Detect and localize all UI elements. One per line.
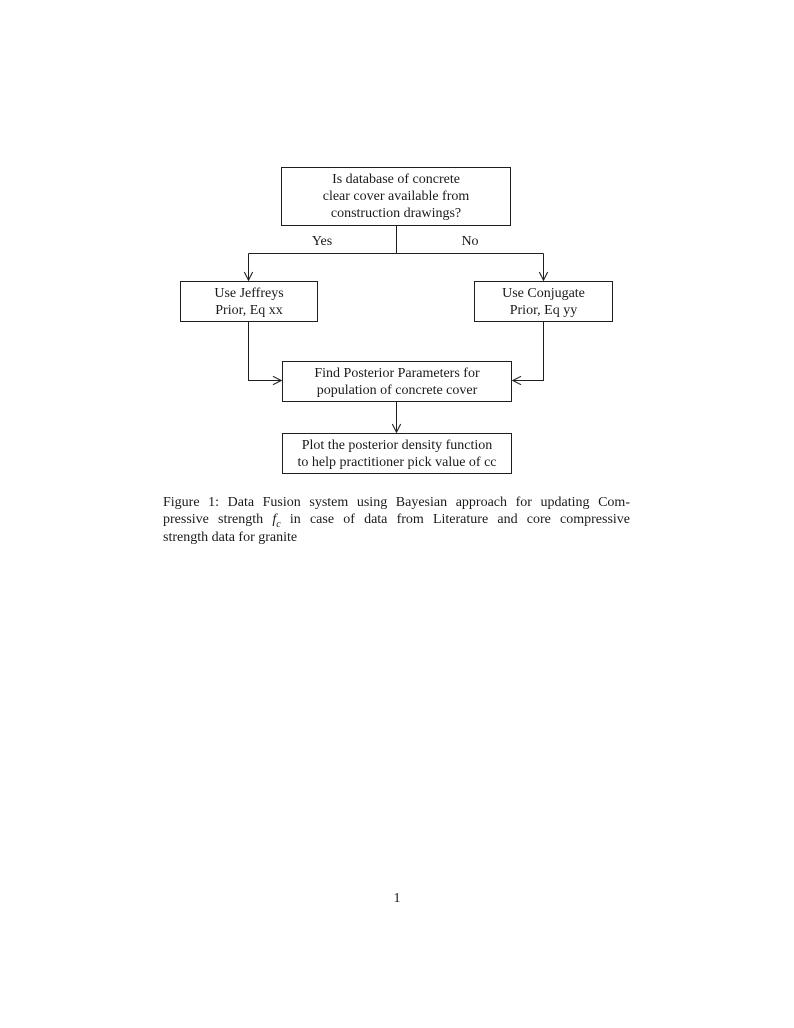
- caption-line-2: pressive strength fc in case of data fro…: [163, 511, 630, 531]
- caption-line2-post: in case of data from Literature and core…: [289, 512, 630, 528]
- caption-line-3: strength data for granite: [163, 529, 298, 545]
- math-fc-symbol: fc: [272, 512, 281, 531]
- node-question: Is database of concrete clear cover avai…: [281, 167, 511, 226]
- node-conjugate-prior: Use Conjugate Prior, Eq yy: [474, 281, 613, 322]
- edge-label-yes: Yes: [311, 234, 333, 249]
- page-number: 1: [393, 891, 401, 906]
- node-plot-density: Plot the posterior density function to h…: [282, 433, 512, 474]
- figure-caption: Figure 1: Data Fusion system using Bayes…: [163, 494, 630, 546]
- caption-line2-pre: pressive strength: [163, 512, 264, 528]
- edge-label-no: No: [461, 234, 479, 249]
- node-jeffreys-prior: Use Jeffreys Prior, Eq xx: [180, 281, 318, 322]
- node-posterior-parameters: Find Posterior Parameters for population…: [282, 361, 512, 402]
- caption-line-1: Figure 1: Data Fusion system using Bayes…: [163, 495, 630, 510]
- edge-conjugate-to-posterior: [511, 322, 544, 386]
- edge-jeffreys-to-posterior: [248, 322, 283, 386]
